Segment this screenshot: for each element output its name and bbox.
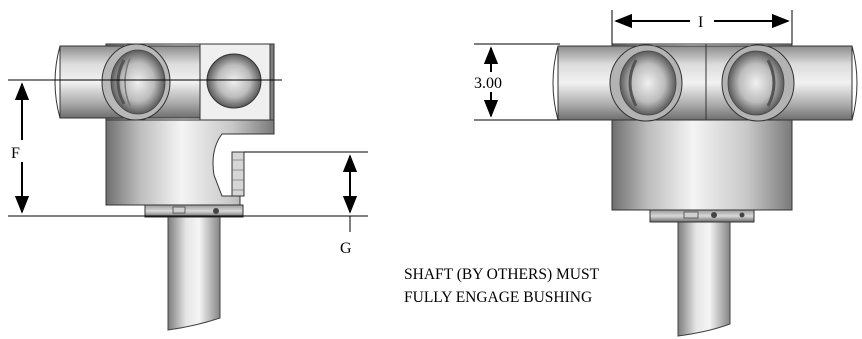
clamp-body [105,117,275,206]
bushing-collar-front [649,209,755,223]
dimension-f: F [8,79,252,217]
dimension-g: G [244,151,368,257]
shaft [167,215,221,331]
set-screw [213,208,219,214]
clamp-body-front [611,117,793,211]
note-line-1: SHAFT (BY OTHERS) MUST [404,266,600,283]
dimension-height: 3.00 [472,43,560,121]
cross-bore [206,53,262,109]
dimension-i-label: I [698,14,703,31]
dimension-i: I [611,10,793,44]
front-view-assembly [552,43,858,337]
note-line-2: FULLY ENGAGE BUSHING [404,289,592,306]
dimension-g-label: G [340,240,352,257]
dimension-height-value: 3.00 [474,75,502,92]
shaft-front [677,217,731,337]
bushing-collar [144,204,244,218]
clamp-bolt [231,151,245,197]
dimension-f-label: F [11,145,20,162]
side-view-assembly [40,43,282,331]
horizontal-tube-front [557,45,853,121]
